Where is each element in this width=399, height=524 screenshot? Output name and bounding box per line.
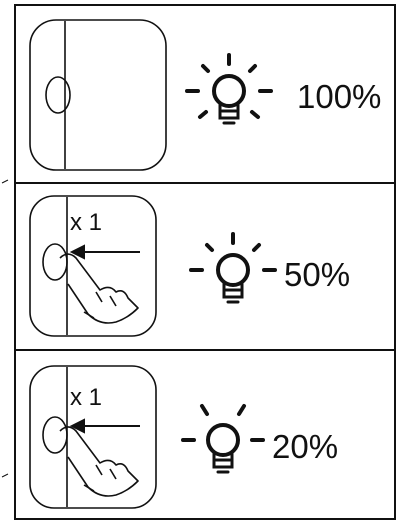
light-bulb-icon (183, 406, 263, 472)
press-count-label: x 1 (70, 384, 102, 411)
edge-mark (2, 180, 8, 183)
level-label: 100% (297, 78, 381, 115)
level-label: 20% (272, 428, 338, 465)
row-50: x 1 50% (30, 196, 350, 336)
switch-icon (30, 20, 166, 170)
level-label: 50% (284, 256, 350, 293)
hand-press-icon (60, 254, 138, 323)
edge-mark (2, 474, 8, 477)
arrow-icon (72, 420, 140, 432)
light-bulb-icon (191, 234, 275, 302)
press-count-label: x 1 (70, 209, 102, 236)
row-100: 100% (30, 20, 381, 170)
hand-press-icon (60, 427, 138, 496)
arrow-icon (72, 246, 140, 258)
light-bulb-icon (187, 55, 271, 123)
row-20: x 1 20% (30, 366, 338, 508)
